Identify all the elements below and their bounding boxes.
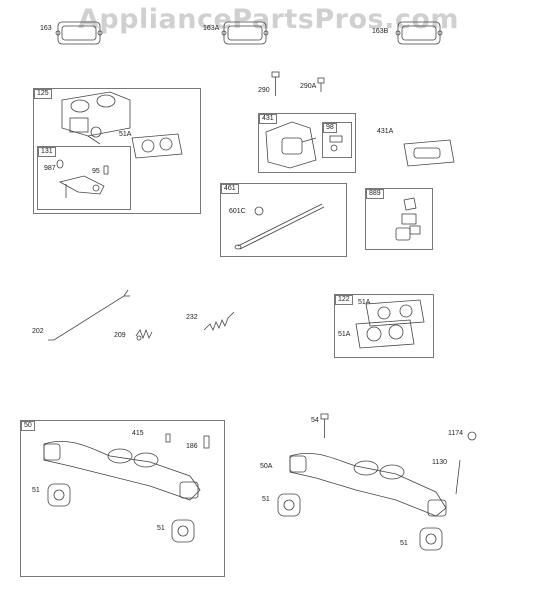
label-987: 987 <box>44 165 56 172</box>
bolt-290-art <box>271 71 280 96</box>
label-51a-122-a: 51A <box>358 299 371 306</box>
group-box-131 <box>37 146 131 210</box>
tag-131: 131 <box>38 147 56 157</box>
part-98-art <box>329 135 343 152</box>
nut-1174-art <box>467 431 477 441</box>
stud-1130-art <box>455 459 461 495</box>
label-51-bottom: 51 <box>157 525 165 532</box>
gasket-51a-top-art <box>131 133 183 159</box>
tag-889: 889 <box>366 189 384 199</box>
label-163: 163 <box>40 25 52 32</box>
label-232: 232 <box>186 314 198 321</box>
label-51-left: 51 <box>32 487 40 494</box>
label-415: 415 <box>132 430 144 437</box>
manifold-50-art <box>43 433 210 501</box>
group-box-461 <box>220 183 347 257</box>
label-290a: 290A <box>300 83 317 90</box>
tag-98: 98 <box>323 123 337 133</box>
group-box-98 <box>322 122 352 158</box>
group-box-125 <box>33 88 201 214</box>
gasket-163-art <box>55 21 103 45</box>
label-601c: 601C <box>229 208 246 215</box>
gasket-51-left-art <box>47 483 71 507</box>
gasket-163a-art <box>221 21 269 45</box>
label-163a: 163A <box>203 25 220 32</box>
group-box-122 <box>334 294 434 358</box>
watermark-logo: AppliancePartsPros.com <box>77 4 460 35</box>
label-186: 186 <box>186 443 198 450</box>
spring-209-art <box>135 328 153 341</box>
carburetor-125-art <box>61 91 131 145</box>
gasket-51-right-a-art <box>277 493 301 517</box>
tag-122: 122 <box>335 295 353 305</box>
label-209: 209 <box>114 332 126 339</box>
label-51a-122-b: 51A <box>338 331 351 338</box>
label-1174: 1174 <box>448 430 464 437</box>
tag-431: 431 <box>259 114 277 124</box>
fitting-889-art <box>395 197 421 241</box>
gasket-51-right-b-art <box>419 527 443 551</box>
tube-461-art <box>234 203 325 250</box>
screw-290a-art <box>317 77 325 92</box>
tag-125: 125 <box>34 89 52 99</box>
group-box-889 <box>365 188 433 250</box>
label-51-right-b: 51 <box>400 540 408 547</box>
tag-50: 50 <box>21 421 35 431</box>
assembly-431-art <box>265 121 317 169</box>
gasket-51-bottom-art <box>171 519 195 543</box>
label-1130: 1130 <box>432 459 448 466</box>
group-box-431 <box>258 113 356 173</box>
label-51a-top: 51A <box>119 131 132 138</box>
label-51-right-a: 51 <box>262 496 270 503</box>
gasket-kit-122-art <box>355 299 425 349</box>
link-rod-202-art <box>48 289 130 341</box>
label-50a: 50A <box>260 463 273 470</box>
tag-461: 461 <box>221 184 239 194</box>
label-431a: 431A <box>377 128 394 135</box>
label-163b: 163B <box>372 28 389 35</box>
spring-232-art <box>203 311 235 331</box>
bolt-54-art <box>320 413 329 438</box>
label-202: 202 <box>32 328 44 335</box>
manifold-50a-art <box>289 452 447 517</box>
part-431a-art <box>403 139 455 167</box>
kit-131-art <box>56 159 109 198</box>
label-95: 95 <box>92 168 100 175</box>
group-box-50 <box>20 420 225 577</box>
label-54: 54 <box>311 417 319 424</box>
gasket-163b-art <box>395 21 443 45</box>
label-290: 290 <box>258 87 270 94</box>
